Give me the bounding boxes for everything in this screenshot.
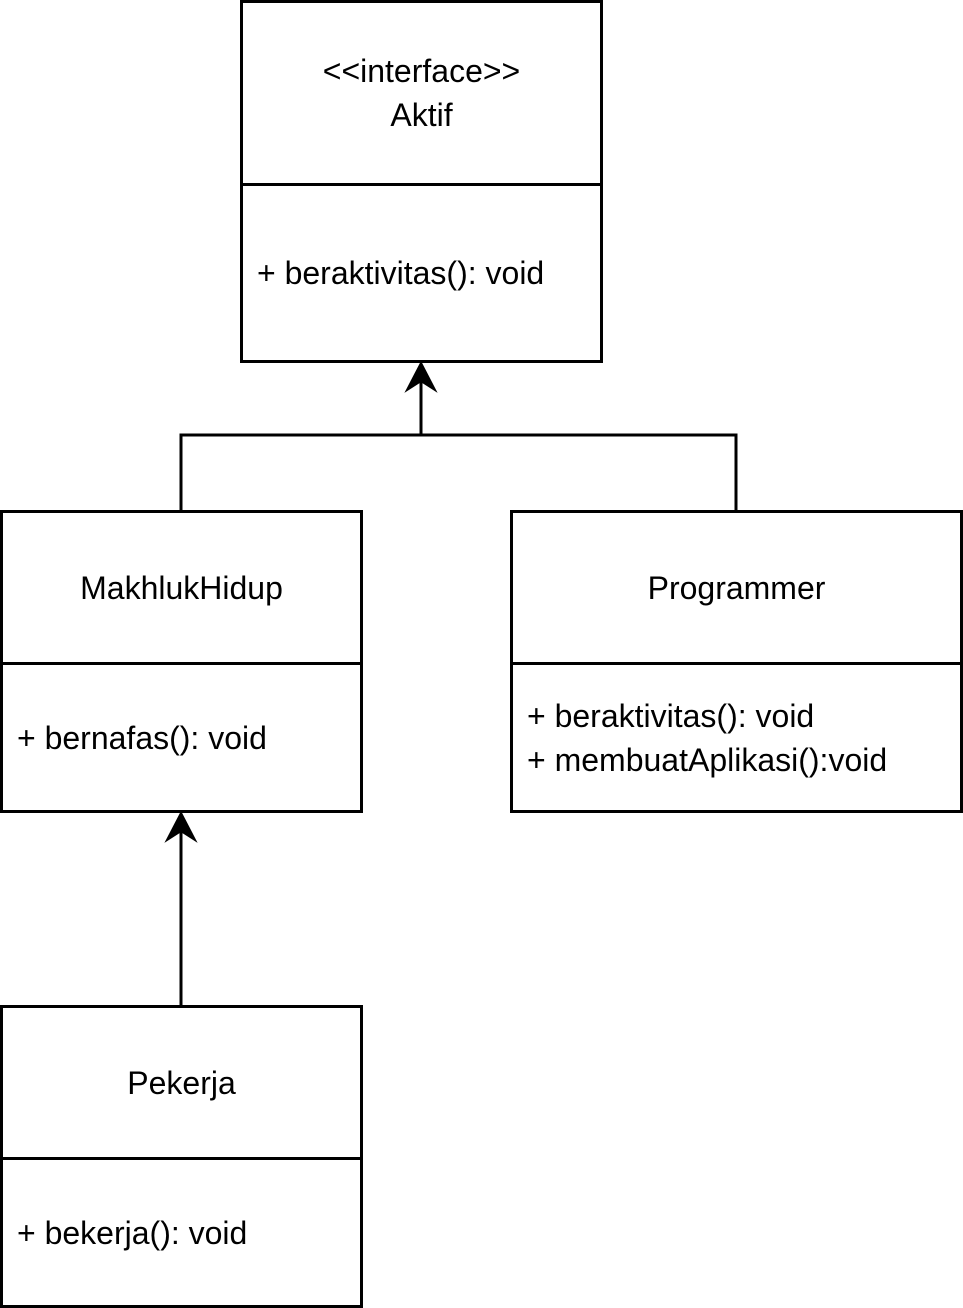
class-members-makhlukhidup: + bernafas(): void — [3, 665, 360, 810]
edge-programmer-to-aktif — [421, 433, 738, 510]
member-makhlukhidup-bernafas: + bernafas(): void — [17, 719, 267, 756]
class-header-makhlukhidup: MakhlukHidup — [3, 513, 360, 665]
class-name-pekerja: Pekerja — [127, 1064, 236, 1101]
class-members-programmer: + beraktivitas(): void + membuatAplikasi… — [513, 665, 960, 810]
class-box-makhlukhidup[interactable]: MakhlukHidup + bernafas(): void — [0, 510, 363, 813]
class-members-aktif: + beraktivitas(): void — [243, 186, 600, 360]
stereotype-label: <<interface>> — [322, 53, 521, 89]
member-programmer-beraktivitas: + beraktivitas(): void — [527, 697, 815, 734]
class-box-pekerja[interactable]: Pekerja + bekerja(): void — [0, 1005, 363, 1308]
class-box-aktif[interactable]: <<interface>> Aktif + beraktivitas(): vo… — [240, 0, 603, 363]
class-header-programmer: Programmer — [513, 513, 960, 665]
class-name-programmer: Programmer — [647, 569, 826, 606]
arrowhead-aktif — [404, 360, 438, 393]
member-programmer-membuataplikasi: + membuatAplikasi():void — [527, 741, 888, 778]
class-box-programmer[interactable]: Programmer + beraktivitas(): void + memb… — [510, 510, 963, 813]
class-header-aktif: <<interface>> Aktif — [243, 3, 600, 186]
class-name-aktif: Aktif — [390, 97, 453, 133]
edge-makhlukhidup-to-aktif — [179, 380, 423, 510]
member-aktif-beraktivitas: + beraktivitas(): void — [257, 255, 545, 291]
class-header-pekerja: Pekerja — [3, 1008, 360, 1160]
member-pekerja-bekerja: + bekerja(): void — [17, 1214, 248, 1251]
class-name-makhlukhidup: MakhlukHidup — [80, 569, 283, 606]
arrowhead-makhlukhidup — [164, 810, 198, 843]
class-members-pekerja: + bekerja(): void — [3, 1160, 360, 1305]
